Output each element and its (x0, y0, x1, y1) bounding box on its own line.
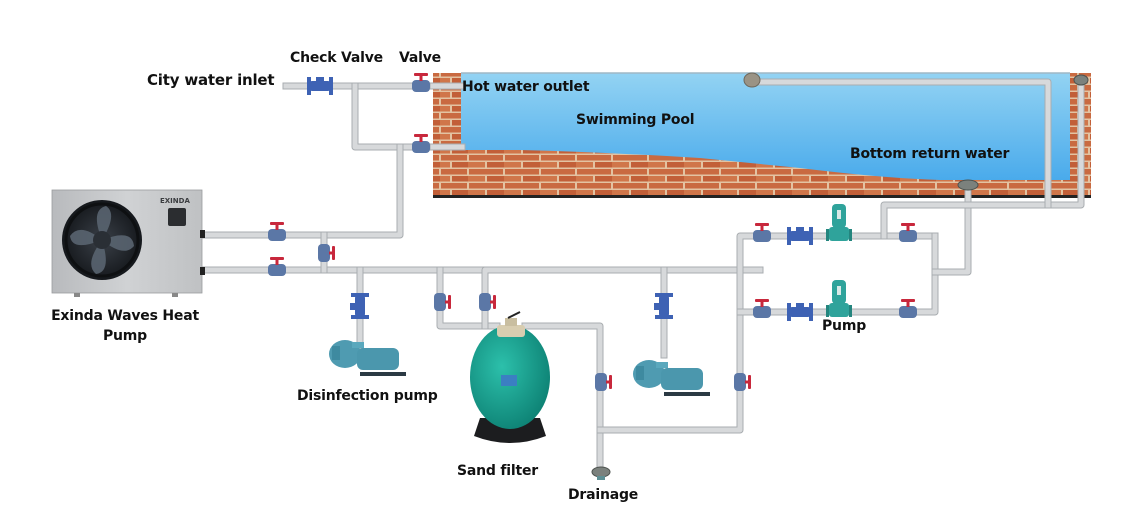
label-heat-pump: Exinda Waves Heat Pump (40, 308, 210, 344)
pipe-segment-inner (597, 233, 938, 433)
pipe-segment-inner (881, 79, 1084, 239)
pipe-segment-inner (202, 144, 403, 238)
check-valve-icon (654, 293, 673, 319)
heat-pump-unit: EXINDA (51, 189, 205, 297)
circulation-pump-horizontal (633, 360, 710, 396)
ball-valve-icon (412, 134, 430, 153)
bottom-drain-icon (957, 179, 979, 191)
inline-pump-icon (826, 204, 852, 241)
label-hot-water-outlet: Hot water outlet (462, 79, 590, 95)
sand-filter (470, 311, 550, 443)
check-valve-icon (350, 293, 369, 319)
ball-valve-icon (434, 293, 451, 311)
ball-valve-icon (412, 73, 430, 92)
ball-valve-icon (734, 373, 751, 391)
label-city-water-inlet: City water inlet (147, 71, 275, 89)
overflow-drain-icon (1073, 74, 1089, 86)
filter-label-plate (501, 375, 517, 386)
pipe-segment (481, 266, 741, 330)
check-valve-icon (787, 227, 813, 245)
control-panel (168, 208, 186, 226)
pipe-segment-inner (437, 267, 500, 329)
ball-valve-icon (753, 299, 771, 318)
ball-valve-icon (318, 244, 335, 262)
pipe-segment-inner (482, 267, 740, 329)
brand-logo: EXINDA (160, 197, 190, 205)
inline-pump-icon (826, 280, 852, 317)
motor-body (357, 348, 399, 370)
disinfection-pump (329, 340, 406, 376)
ball-valve-icon (268, 257, 286, 276)
fittings (268, 73, 917, 391)
pipe-segment-inner (522, 323, 603, 471)
ball-valve-icon (899, 299, 917, 318)
label-heat-pump-line2: Pump (102, 328, 148, 344)
pool-skimmer-icon (743, 72, 761, 88)
pipe-segment-inner (757, 79, 1051, 208)
pipe-segment (201, 143, 404, 239)
multiport-valve (497, 325, 525, 337)
ball-valve-icon (479, 293, 496, 311)
label-bottom-return-water: Bottom return water (850, 146, 1010, 162)
label-sand-filter: Sand filter (457, 463, 538, 479)
filter-base (474, 418, 546, 443)
label-swimming-pool: Swimming Pool (576, 112, 695, 128)
label-drainage: Drainage (568, 487, 639, 503)
label-disinfection-pump: Disinfection pump (297, 388, 438, 404)
ball-valve-icon (595, 373, 612, 391)
pipe-segment (596, 232, 939, 434)
label-check-valve: Check Valve (290, 50, 383, 66)
check-valve-icon (307, 77, 333, 95)
swimming-pool (433, 72, 1091, 198)
label-pump: Pump (822, 318, 867, 334)
pool-floor-bricks (433, 150, 1072, 197)
ball-valve-icon (899, 223, 917, 242)
ball-valve-icon (268, 222, 286, 241)
label-valve: Valve (399, 50, 441, 66)
pool-left-wall (433, 73, 461, 197)
check-valve-icon (787, 303, 813, 321)
label-heat-pump-line1: Exinda Waves Heat (51, 308, 199, 324)
pipe-segment-inner (932, 183, 971, 275)
pool-bottom-edge (433, 195, 1091, 198)
pipe-segment (931, 182, 972, 276)
pipe-segment-inner (352, 83, 436, 150)
drainage-outlet-icon (591, 466, 611, 480)
ball-valve-icon (753, 223, 771, 242)
